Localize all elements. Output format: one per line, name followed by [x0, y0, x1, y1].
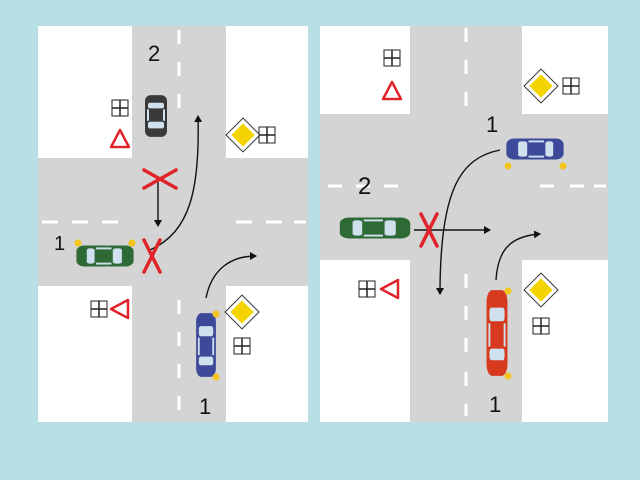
left-scene: 2 1 1 — [38, 26, 308, 422]
right-car-green — [339, 217, 411, 239]
right-scene: 1 2 1 — [320, 26, 608, 422]
left-car-blue — [196, 313, 216, 377]
left-lane-markings — [42, 30, 306, 410]
right-blue-path-arrow — [436, 149, 501, 295]
left-car-green — [76, 245, 134, 267]
right-blue-turn-signal — [504, 162, 567, 170]
left-forbidden-mark-1 — [142, 168, 178, 190]
right-car-blue — [506, 138, 564, 160]
left-blue-path-arrow — [205, 252, 257, 299]
left-forbidden-mark-2 — [142, 238, 162, 274]
right-car-top-label: 1 — [486, 112, 498, 137]
left-car-left-label: 1 — [54, 233, 65, 255]
left-car-black — [145, 95, 167, 137]
right-red-path-arrow — [495, 230, 541, 281]
right-red-turn-signal — [504, 287, 512, 380]
left-blue-turn-signal — [212, 310, 220, 381]
right-lane-markings — [328, 28, 606, 416]
left-green-path-arrow — [149, 115, 203, 251]
right-car-left-label: 2 — [358, 173, 371, 200]
left-car-top-label: 2 — [148, 41, 160, 66]
left-green-turn-signal — [74, 239, 136, 247]
right-car-red — [486, 290, 508, 376]
right-forbidden-mark — [419, 212, 439, 248]
right-car-bottom-label: 1 — [489, 392, 501, 417]
left-car-bottom-label: 1 — [199, 394, 211, 419]
